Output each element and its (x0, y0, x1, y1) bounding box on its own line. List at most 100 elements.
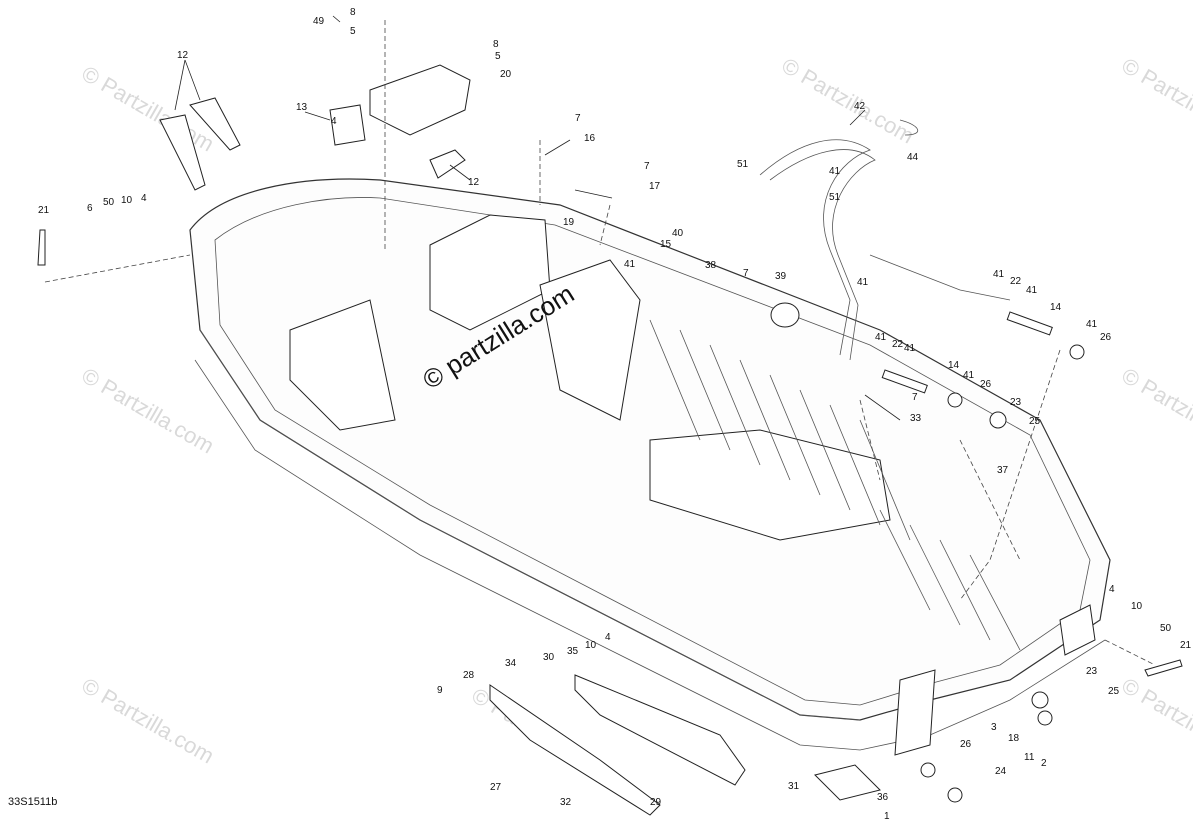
callout-label: 21 (38, 205, 50, 216)
callout-label: 4 (141, 193, 147, 204)
callout-label: 13 (296, 102, 308, 113)
callout-label: 7 (644, 161, 650, 172)
hose-part (759, 139, 871, 356)
grab-handle-part (159, 114, 206, 191)
diagram-ref-code: 33S1511b (8, 796, 57, 808)
callout-label: 41 (1086, 319, 1098, 330)
plug-part (1069, 344, 1085, 360)
callout-label: 12 (177, 50, 189, 61)
rod-part (37, 229, 46, 266)
drain-part (1037, 710, 1053, 726)
callout-label: 29 (650, 797, 662, 808)
callout-label: 18 (1008, 733, 1020, 744)
callout-label: 44 (907, 152, 919, 163)
callout-label: 4 (1109, 584, 1115, 595)
callout-label: 50 (103, 197, 115, 208)
callout-label: 37 (997, 465, 1009, 476)
callout-label: 31 (788, 781, 800, 792)
detached-parts (37, 64, 1183, 816)
callout-label: 4 (605, 632, 611, 643)
callout-label: 5 (350, 26, 356, 37)
callout-label: 39 (775, 271, 787, 282)
callout-label: 10 (121, 195, 133, 206)
callout-label: 49 (313, 16, 325, 27)
callout-label: 33 (910, 413, 922, 424)
callout-label: 12 (468, 177, 480, 188)
callout-label: 11 (1024, 752, 1035, 763)
callout-label: 7 (743, 268, 749, 279)
watermark: © Partzilla.com (1118, 53, 1193, 149)
callout-label: 51 (737, 159, 749, 170)
callout-label: 38 (705, 260, 717, 271)
grab-handle-part (189, 97, 241, 151)
callout-label: 26 (960, 739, 972, 750)
rod-part (1144, 659, 1183, 677)
callout-label: 9 (437, 685, 443, 696)
callout-label: 32 (560, 797, 572, 808)
callout-label: 5 (495, 51, 501, 62)
callout-label: 26 (1100, 332, 1112, 343)
watermark: © Partzilla.com (1118, 363, 1193, 459)
callout-label: 17 (649, 181, 661, 192)
vent-cover-part (369, 64, 471, 136)
callout-label: 41 (829, 166, 841, 177)
callout-label: 25 (1108, 686, 1120, 697)
callout-label: 1 (884, 811, 890, 822)
leader-lines (44, 15, 1156, 666)
sponson-part (489, 684, 661, 816)
sponson-part (574, 674, 746, 786)
callout-label: 4 (331, 116, 337, 127)
hose-part (1006, 311, 1053, 336)
callout-label: 27 (490, 782, 502, 793)
callout-label: 41 (1026, 285, 1038, 296)
bracket-part (329, 104, 366, 146)
callout-label: 36 (877, 792, 889, 803)
watermark: © Partzilla.com (78, 673, 219, 769)
callout-label: 24 (995, 766, 1007, 777)
callout-label: 41 (904, 343, 916, 354)
drain-part (1031, 691, 1049, 709)
callout-label: 41 (857, 277, 869, 288)
callout-label: 40 (672, 228, 684, 239)
callout-label: 22 (892, 339, 904, 350)
hose-part (769, 149, 876, 361)
callout-label: 23 (1086, 666, 1098, 677)
strap-part (429, 149, 466, 179)
callout-label: 14 (1050, 302, 1062, 313)
callout-label: 20 (500, 69, 512, 80)
callout-labels: 8 49 5 8 5 20 12 13 4 12 21 6 50 10 4 7 … (38, 7, 1192, 822)
callout-label: 41 (993, 269, 1005, 280)
watermark: © Partzilla.com (78, 363, 219, 459)
callout-label: 7 (912, 392, 918, 403)
hose-part (881, 369, 928, 394)
callout-label: 19 (563, 217, 575, 228)
callout-label: 23 (1010, 397, 1022, 408)
callout-label: 26 (980, 379, 992, 390)
plug-part (920, 762, 936, 778)
callout-label: 3 (991, 722, 997, 733)
callout-label: 16 (584, 133, 596, 144)
callout-label: 41 (963, 370, 975, 381)
plate-part (814, 764, 881, 801)
watermark: © Partzilla.com (1118, 673, 1193, 769)
hose-part (869, 254, 1011, 301)
callout-label: 7 (575, 113, 581, 124)
drain-part (989, 411, 1007, 429)
callout-label: 41 (875, 332, 887, 343)
callout-label: 34 (505, 658, 517, 669)
plug-part (947, 787, 963, 803)
callout-label: 41 (624, 259, 636, 270)
callout-label: 6 (87, 203, 93, 214)
callout-label: 10 (1131, 601, 1143, 612)
callout-label: 2 (1041, 758, 1047, 769)
callout-label: 25 (1029, 416, 1041, 427)
callout-label: 42 (854, 101, 866, 112)
watermark: © Partzilla.com (778, 53, 919, 149)
callout-label: 21 (1180, 640, 1192, 651)
hull-drawing (189, 178, 1111, 756)
callout-label: 51 (829, 192, 841, 203)
callout-label: 22 (1010, 276, 1022, 287)
plug-part (947, 392, 963, 408)
clamp-part (899, 119, 918, 136)
